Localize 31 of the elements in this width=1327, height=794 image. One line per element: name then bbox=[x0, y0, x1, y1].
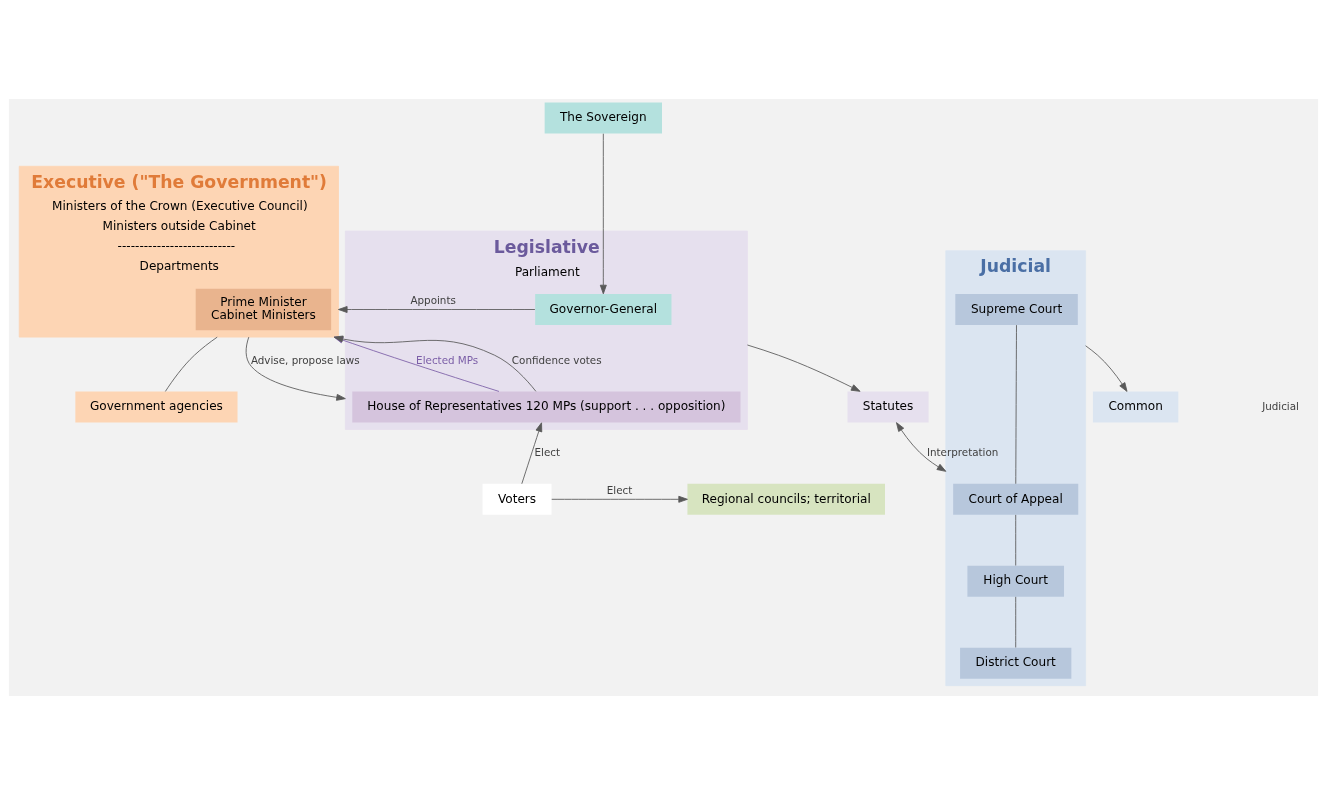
node-box: Voters bbox=[482, 483, 552, 515]
node-box: The Sovereign bbox=[544, 101, 662, 133]
edge-label: Appoints bbox=[410, 293, 456, 306]
node-box: District Court bbox=[960, 647, 1072, 679]
node-box: Prime Minister Cabinet Ministers bbox=[195, 288, 332, 330]
connector bbox=[1015, 324, 1017, 484]
arrow bbox=[338, 305, 536, 313]
edge-label: Elected MPs bbox=[416, 353, 479, 366]
node-box: Supreme Court bbox=[955, 293, 1078, 325]
node-box: Governor-General bbox=[535, 293, 672, 325]
node-box: House of Representatives 120 MPs (support . . . opposition) bbox=[352, 390, 741, 422]
node-box: Government agencies bbox=[75, 390, 238, 422]
node-box: High Court bbox=[967, 565, 1064, 597]
node-box: Common bbox=[1092, 390, 1179, 422]
connector bbox=[1015, 513, 1017, 566]
arrow bbox=[1085, 344, 1128, 392]
arrow bbox=[599, 132, 607, 294]
arrow bbox=[746, 344, 861, 392]
arrow bbox=[896, 421, 947, 472]
arrow bbox=[551, 495, 688, 503]
edge-label: Elect bbox=[534, 445, 561, 458]
connector bbox=[164, 336, 218, 392]
edge-label: Elect bbox=[606, 483, 633, 496]
node-box: Statutes bbox=[847, 390, 929, 422]
node-box: Court of Appeal bbox=[953, 483, 1079, 515]
edge-label: Confidence votes bbox=[511, 353, 602, 366]
edge-label: Interpretation bbox=[926, 445, 999, 458]
label: Judicial bbox=[1262, 399, 1299, 412]
connector bbox=[1015, 595, 1017, 648]
node-box: Regional councils; territorial bbox=[687, 483, 885, 515]
arrow bbox=[521, 421, 543, 484]
